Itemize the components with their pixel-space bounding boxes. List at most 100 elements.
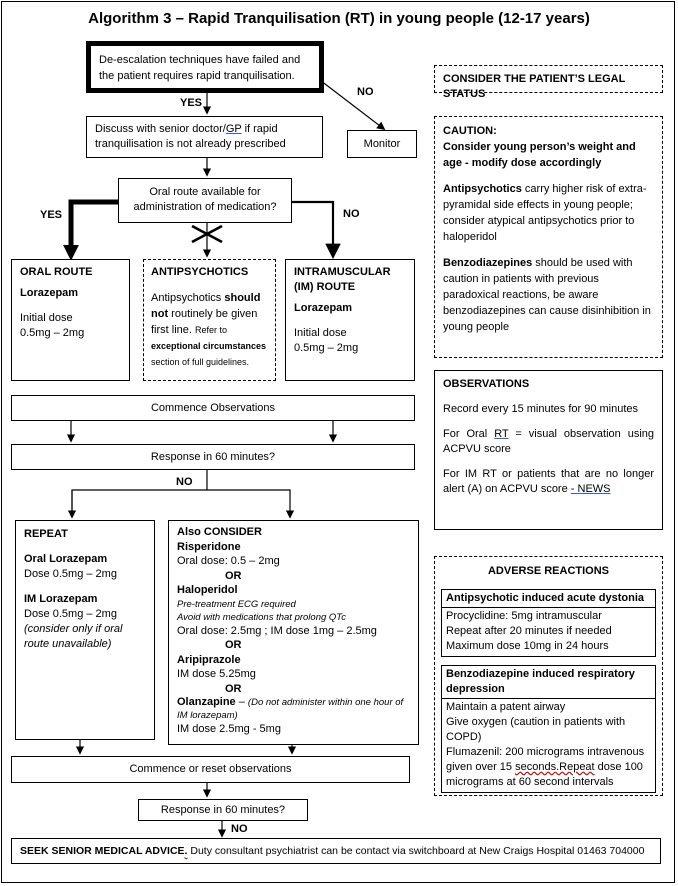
repeat-box: REPEAT Oral Lorazepam Dose 0.5mg – 2mg I… <box>15 520 155 740</box>
discuss-text-b: if rapid tranquilisation is not already … <box>95 123 286 150</box>
repeat-oral-title: Oral Lorazepam <box>24 553 108 565</box>
page-title: Algorithm 3 – Rapid Tranquilisation (RT)… <box>88 10 590 27</box>
adverse-reactions-box: ADVERSE REACTIONS Antipsychotic induced … <box>434 556 663 796</box>
olanzapine-title: Olanzapine <box>177 696 236 708</box>
olanzapine-dose: IM dose 2.5mg - 5mg <box>177 723 281 735</box>
commence-observations-box: Commence Observations <box>11 395 415 421</box>
caution-benzo-bold: Benzodiazepines <box>443 257 533 269</box>
observations-line-2b: = visual observation using ACPVU score <box>443 428 654 455</box>
haloperidol-note-1: Pre-treatment ECG required <box>177 598 296 610</box>
seek-advice-box: SEEK SENIOR MEDICAL ADVICE. Duty consult… <box>11 838 661 864</box>
repeat-im-title: IM Lorazepam <box>24 593 98 605</box>
commence-observations-text: Commence Observations <box>150 402 276 414</box>
or-1: OR <box>225 569 242 582</box>
also-consider-box: Also CONSIDER Risperidone Oral dose: 0.5… <box>168 520 419 745</box>
response-1-text: Response in 60 minutes? <box>150 451 276 463</box>
monitor-text: Monitor <box>363 138 401 150</box>
respiratory-line-3b: seconds.Repeat <box>515 761 595 773</box>
dystonia-line-3: Maximum dose 10mg in 24 hours <box>446 640 609 652</box>
im-route-box: INTRAMUSCULAR (IM) ROUTE Lorazepam Initi… <box>285 259 415 381</box>
repeat-heading: REPEAT <box>24 528 68 540</box>
haloperidol-dose: Oral dose: 2.5mg ; IM dose 1mg – 2.5mg <box>177 624 377 637</box>
respiratory-line-3a: Flumazenil: 200 micrograms intravenous g… <box>446 746 645 773</box>
risperidone-dose: Oral dose: 0.5 – 2mg <box>177 555 280 567</box>
caution-subheading: Consider young person’s weight and age -… <box>443 141 636 169</box>
seek-advice-bold: SEEK SENIOR MEDICAL ADVICE <box>20 845 185 857</box>
caution-antipsychotics-text: carry higher risk of extra-pyramidal sid… <box>443 183 647 243</box>
deescalation-box: De-escalation techniques have failed and… <box>86 41 324 93</box>
dystonia-line-1: Procyclidine: 5mg intramuscular <box>446 610 602 622</box>
antipsychotics-should: should <box>224 292 261 304</box>
dystonia-line-2: Repeat after 20 minutes if needed <box>446 625 612 637</box>
response-2-box: Response in 60 minutes? <box>138 799 308 821</box>
im-route-dose: 0.5mg – 2mg <box>294 342 359 354</box>
aripiprazole-title: Aripiprazole <box>177 653 241 666</box>
antipsychotics-not: not <box>151 308 169 320</box>
aripiprazole-dose: IM dose 5.25mg <box>177 668 256 680</box>
observations-line-3a: For IM RT or patients that are no longer… <box>443 468 654 495</box>
olanzapine-note: (Do not administer within one hour of IM… <box>177 697 404 721</box>
observations-news: - NEWS <box>570 483 611 495</box>
deescalation-text: De-escalation techniques have failed and… <box>99 54 301 82</box>
oral-route-box: ORAL ROUTE Lorazepam Initial dose 0.5mg … <box>11 259 130 381</box>
repeat-im-note: (consider only if oral route unavailable… <box>24 623 123 650</box>
caution-antipsychotics-bold: Antipsychotics <box>443 183 522 195</box>
legal-status-text: CONSIDER THE PATIENT’S LEGAL STATUS <box>443 73 626 100</box>
respiratory-line-2: Give oxygen (caution in patients with CO… <box>446 716 626 743</box>
olanzapine-dash: – <box>235 696 248 708</box>
antipsychotics-section: section of full guidelines. <box>151 357 250 367</box>
oral-route-heading: ORAL ROUTE <box>20 266 93 278</box>
no-label-4: NO <box>231 823 248 835</box>
observations-rt: RT <box>494 428 509 440</box>
haloperidol-note-2: Avoid with medications that prolong QTc <box>177 611 346 623</box>
observations-box: OBSERVATIONS Record every 15 minutes for… <box>434 370 663 530</box>
im-route-heading: INTRAMUSCULAR (IM) ROUTE <box>294 266 391 293</box>
caution-box: CAUTION: Consider young person’s weight … <box>434 116 663 358</box>
observations-line-1: Record every 15 minutes for 90 minutes <box>443 403 639 415</box>
oral-route-question: Oral route available for administration … <box>118 178 292 223</box>
risperidone-title: Risperidone <box>177 540 241 553</box>
respiratory-title: Benzodiazepine induced respiratory depre… <box>442 666 655 699</box>
or-2: OR <box>225 639 242 651</box>
legal-status-box: CONSIDER THE PATIENT’S LEGAL STATUS <box>434 65 663 100</box>
caution-heading: CAUTION: <box>443 125 497 137</box>
antipsychotics-exceptional: exceptional circumstances <box>151 341 267 351</box>
antipsychotics-text-b: routinely be given first line. <box>151 308 258 336</box>
antipsychotics-refer: Refer to <box>195 325 228 335</box>
seek-advice-dot: . <box>184 845 188 857</box>
repeat-oral-dose: Dose 0.5mg – 2mg <box>24 568 117 580</box>
im-route-drug: Lorazepam <box>294 302 353 314</box>
respiratory-line-1: Maintain a patent airway <box>446 701 566 713</box>
response-1-box: Response in 60 minutes? <box>11 444 415 470</box>
response-2-text: Response in 60 minutes? <box>160 804 286 816</box>
no-label-3: NO <box>176 476 193 488</box>
seek-advice-text: Duty consultant psychiatrist can be cont… <box>187 845 645 857</box>
caution-benzo-text: should be used with caution in patients … <box>443 257 651 333</box>
repeat-im-dose: Dose 0.5mg – 2mg <box>24 608 117 620</box>
adverse-heading: ADVERSE REACTIONS <box>487 565 610 577</box>
oral-route-dose-label: Initial dose <box>20 312 73 324</box>
discuss-text-a: Discuss with senior doctor/ <box>95 123 226 135</box>
commence-reset-text: Commence or reset observations <box>129 763 292 775</box>
observations-line-2a: For Oral <box>443 428 495 440</box>
or-3: OR <box>225 682 242 695</box>
haloperidol-title: Haloperidol <box>177 584 238 596</box>
oral-route-question-text: Oral route available for administration … <box>133 186 277 213</box>
no-label-1: NO <box>357 86 374 98</box>
yes-label-1: YES <box>180 97 203 109</box>
respiratory-box: Benzodiazepine induced respiratory depre… <box>441 665 656 793</box>
antipsychotics-text-a: Antipsychotics <box>151 292 225 304</box>
oral-route-dose: 0.5mg – 2mg <box>20 327 85 339</box>
no-label-2: NO <box>343 208 360 220</box>
monitor-box: Monitor <box>347 130 417 158</box>
consider-heading: Also CONSIDER <box>177 526 262 538</box>
im-route-dose-label: Initial dose <box>294 327 347 339</box>
oral-route-drug: Lorazepam <box>20 287 79 299</box>
antipsychotics-box: ANTIPSYCHOTICS Antipsychotics should not… <box>143 259 276 381</box>
dystonia-box: Antipsychotic induced acute dystonia Pro… <box>441 589 656 657</box>
respiratory-line-3c: dose 100 micrograms at 60 second interva… <box>446 761 643 788</box>
yes-label-2: YES <box>40 209 63 221</box>
dystonia-title: Antipsychotic induced acute dystonia <box>442 590 655 608</box>
